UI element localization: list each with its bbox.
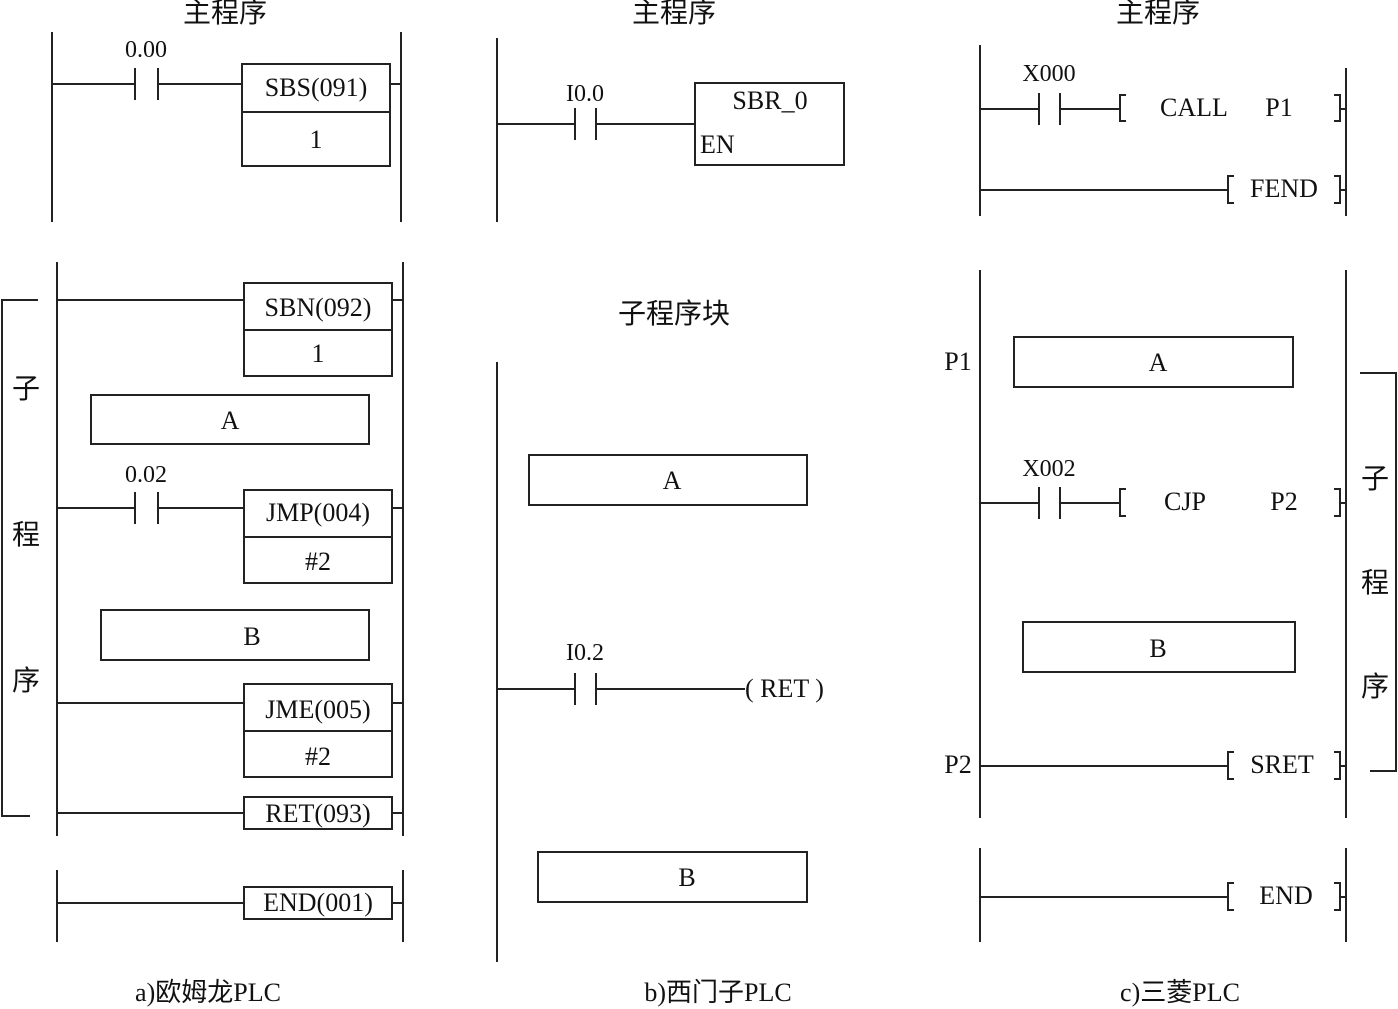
- mitsubishi-sret-right-bracket: [1334, 751, 1341, 780]
- mitsubishi-sret-label: SRET: [1250, 750, 1314, 779]
- mitsubishi-fend-label: FEND: [1250, 174, 1318, 203]
- mitsubishi-cjp-contact-label: X002: [1022, 456, 1075, 482]
- omron-bracket-char-1: 子: [12, 374, 40, 405]
- mitsubishi-call-right-bracket: [1334, 94, 1341, 122]
- omron-panel: 主程序 0.00 SBS(091) 1 子 程 序 SBN(092) 1: [1, 0, 404, 1007]
- mitsubishi-call-instr: CALL: [1160, 93, 1228, 122]
- mitsubishi-cjp-contact: [1038, 487, 1061, 519]
- mitsubishi-end-left-bracket: [1227, 882, 1234, 911]
- mitsubishi-block-b: [1022, 621, 1296, 673]
- omron-block-a-label: A: [221, 406, 240, 435]
- mitsubishi-p1-label: P1: [944, 347, 971, 376]
- mitsubishi-call-contact: [1038, 93, 1061, 125]
- omron-sbn-label: SBN(092): [265, 293, 372, 322]
- siemens-ret-contact: [574, 673, 597, 705]
- omron-caption: a)欧姆龙PLC: [135, 978, 281, 1007]
- mitsubishi-main-title: 主程序: [1116, 0, 1200, 29]
- siemens-block-b-label: B: [678, 863, 695, 892]
- mitsubishi-p2-label: P2: [944, 750, 971, 779]
- mitsubishi-call-left-bracket: [1119, 94, 1126, 122]
- mitsubishi-end-right-bracket: [1334, 882, 1341, 911]
- mitsubishi-bracket-char-1: 子: [1361, 464, 1389, 495]
- mitsubishi-call-contact-label: X000: [1022, 61, 1075, 87]
- omron-sbs-operand: 1: [310, 125, 323, 154]
- omron-sbs-box: [241, 63, 391, 167]
- omron-main-contact-label: 0.00: [125, 37, 167, 63]
- omron-main-title: 主程序: [183, 0, 267, 29]
- mitsubishi-bracket-char-3: 序: [1361, 671, 1389, 703]
- omron-jme-operand: #2: [305, 742, 331, 771]
- mitsubishi-end-label: END: [1259, 881, 1312, 910]
- siemens-block-b: [537, 851, 808, 903]
- siemens-block-a: [528, 454, 808, 506]
- omron-block-b-label: B: [243, 622, 260, 651]
- mitsubishi-block-a-label: A: [1149, 348, 1168, 377]
- siemens-sbr-box: [694, 82, 845, 166]
- mitsubishi-cjp-instr: CJP: [1164, 487, 1206, 516]
- omron-jmp-operand: #2: [305, 547, 331, 576]
- mitsubishi-panel: 主程序 X000 CALL P1 FEND P1 A: [944, 0, 1397, 1007]
- omron-block-b: [100, 609, 370, 661]
- omron-jmp-label: JMP(004): [266, 498, 370, 527]
- omron-main-contact: [134, 68, 159, 100]
- siemens-main-title: 主程序: [632, 0, 716, 29]
- siemens-ret-coil: ( RET ): [745, 674, 824, 703]
- omron-bracket-char-2: 程: [12, 520, 40, 551]
- siemens-main-contact: [574, 108, 597, 140]
- mitsubishi-bracket-char-2: 程: [1361, 568, 1389, 599]
- omron-block-a: [90, 394, 370, 445]
- siemens-sub-title: 子程序块: [618, 298, 730, 330]
- omron-jmp-contact: [134, 492, 159, 524]
- mitsubishi-fend-left-bracket: [1227, 175, 1234, 204]
- mitsubishi-call-target: P1: [1265, 93, 1292, 122]
- omron-sub-bracket: [1, 299, 38, 817]
- omron-jme-label: JME(005): [265, 695, 370, 724]
- mitsubishi-cjp-right-bracket: [1334, 488, 1341, 517]
- mitsubishi-sub-bracket: [1360, 372, 1397, 772]
- siemens-block-a-label: A: [663, 466, 682, 495]
- siemens-ret-contact-label: I0.2: [566, 640, 604, 666]
- mitsubishi-caption: c)三菱PLC: [1120, 978, 1240, 1007]
- mitsubishi-sret-left-bracket: [1227, 751, 1234, 780]
- omron-bracket-char-3: 序: [12, 665, 40, 697]
- mitsubishi-block-a: [1013, 336, 1294, 388]
- omron-sbs-label: SBS(091): [265, 73, 368, 102]
- siemens-panel: 主程序 I0.0 SBR_0 EN 子程序块 A I0.2 ( RET ) B …: [496, 0, 845, 1007]
- mitsubishi-block-b-label: B: [1149, 634, 1166, 663]
- omron-ret-label: RET(093): [265, 799, 370, 828]
- omron-ret-box: [243, 796, 393, 830]
- omron-jmp-contact-label: 0.02: [125, 462, 167, 488]
- mitsubishi-cjp-left-bracket: [1119, 488, 1126, 517]
- mitsubishi-fend-right-bracket: [1334, 175, 1341, 204]
- omron-sbn-operand: 1: [312, 339, 325, 368]
- omron-end-label: END(001): [263, 888, 373, 917]
- mitsubishi-cjp-target: P2: [1270, 487, 1297, 516]
- siemens-sbr-en: EN: [700, 130, 735, 159]
- siemens-caption: b)西门子PLC: [644, 978, 791, 1007]
- siemens-sbr-name: SBR_0: [732, 86, 807, 115]
- siemens-main-contact-label: I0.0: [566, 81, 604, 107]
